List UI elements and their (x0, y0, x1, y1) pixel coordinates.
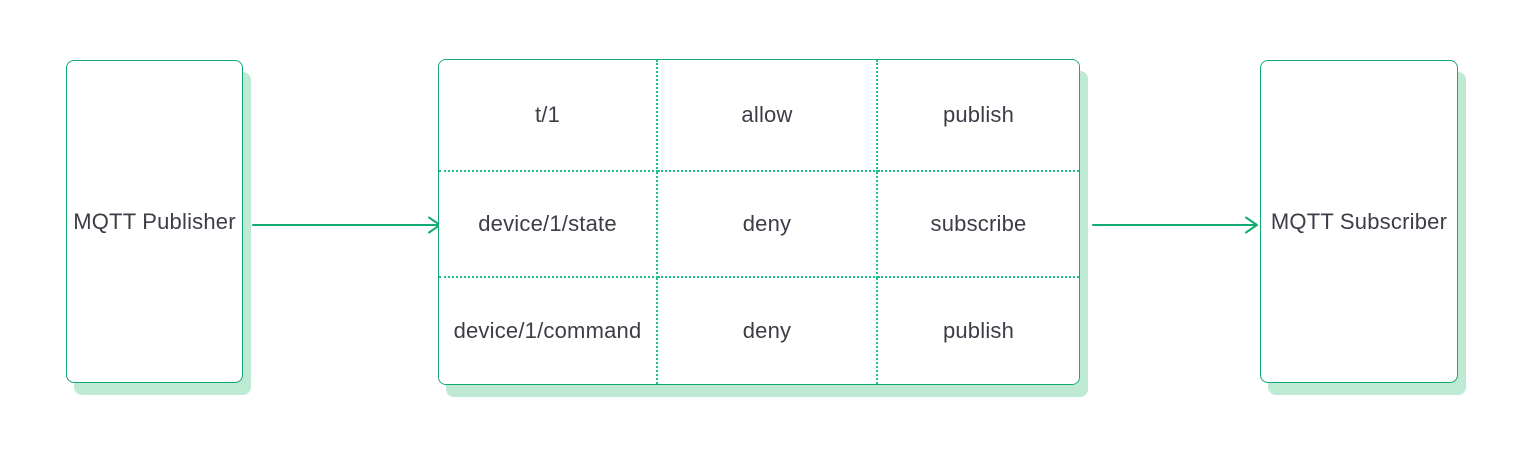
acl-topic-cell: device/1/command (439, 278, 658, 384)
acl-topic-cell: t/1 (439, 60, 658, 172)
subscriber-label: MQTT Subscriber (1270, 208, 1448, 234)
acl-permission-cell: deny (658, 278, 878, 384)
acl-permission-cell: deny (658, 172, 878, 278)
acl-permission-cell: allow (658, 60, 878, 172)
publisher-node: MQTT Publisher (66, 60, 243, 383)
acl-action-cell: subscribe (878, 172, 1079, 278)
subscriber-node: MQTT Subscriber (1260, 60, 1458, 383)
acl-action-cell: publish (878, 278, 1079, 384)
acl-action-cell: publish (878, 60, 1079, 172)
acl-topic-cell: device/1/state (439, 172, 658, 278)
arrow-publisher-to-acl-icon (252, 216, 441, 234)
arrow-acl-to-subscriber-icon (1092, 216, 1258, 234)
publisher-label: MQTT Publisher (73, 208, 236, 234)
acl-rules-table: t/1 allow publish device/1/state deny su… (438, 59, 1080, 385)
